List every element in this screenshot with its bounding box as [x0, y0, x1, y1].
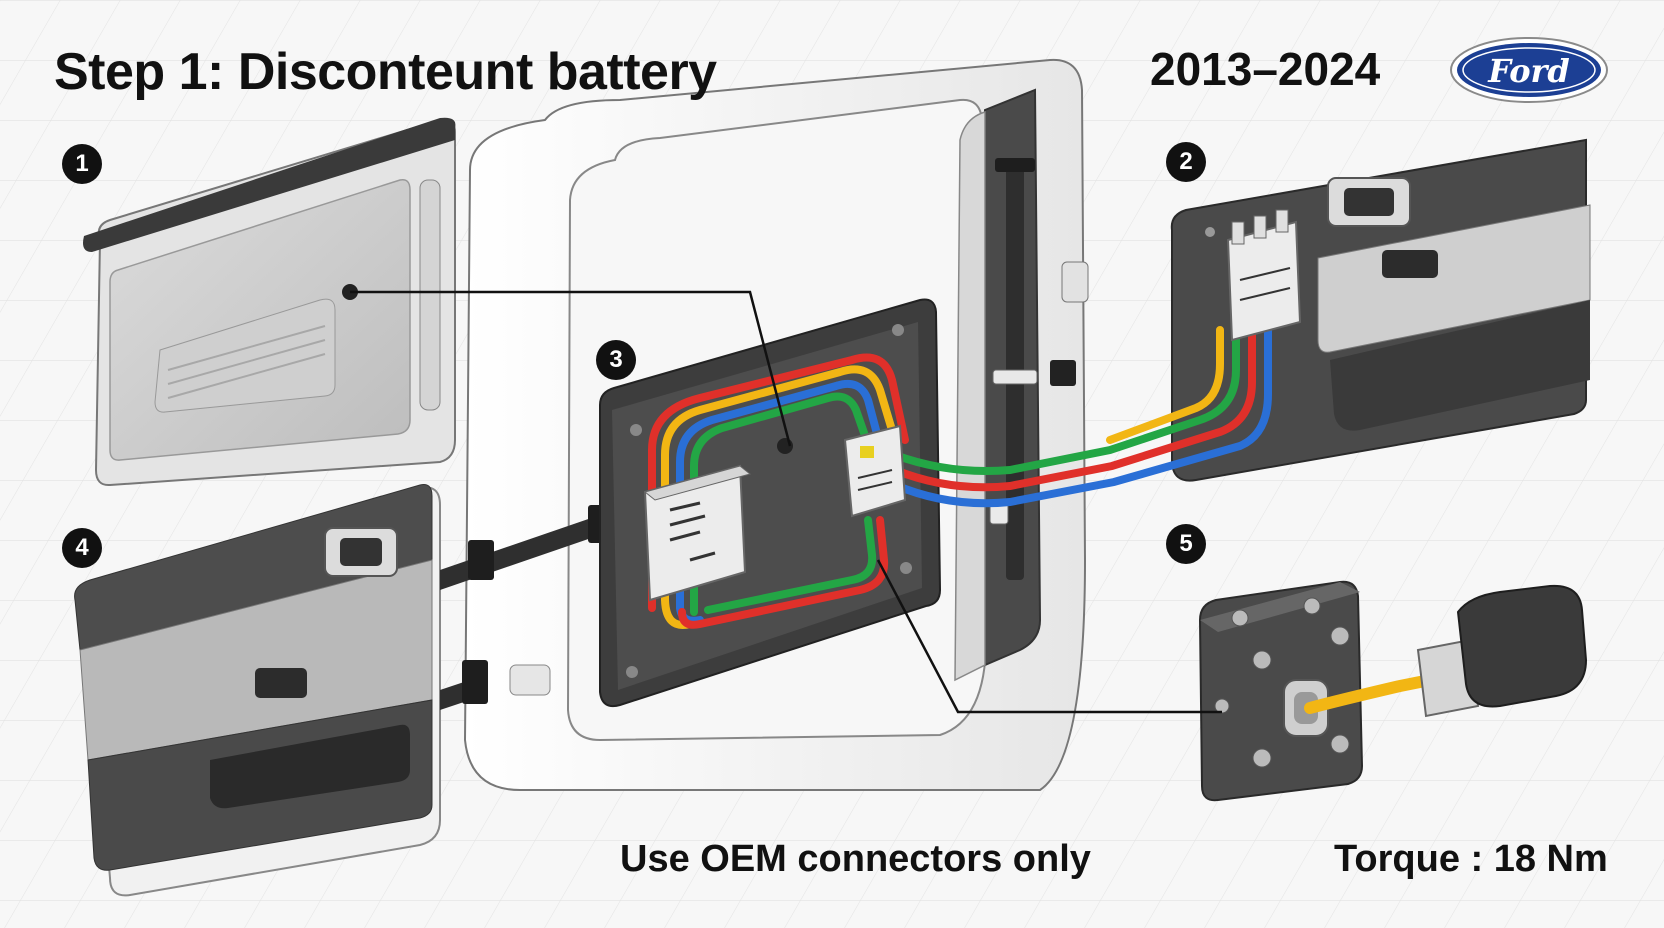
wire-green	[704, 516, 877, 614]
door-card-4	[74, 484, 441, 897]
part-5-block-connector	[1198, 580, 1588, 802]
callout-badge-5: 5	[1166, 524, 1206, 564]
model-years: 2013–2024	[1150, 43, 1381, 95]
wire-red	[891, 326, 1256, 492]
torque-spec: Torque : 18 Nm	[1334, 838, 1608, 880]
callout-badge-3: 3	[596, 340, 636, 380]
wire-red	[648, 353, 909, 612]
connector-board-right	[843, 424, 907, 518]
page-title: Step 1: Disconteunt battery	[54, 43, 717, 101]
door-trim-panel-1	[83, 117, 456, 487]
callout-badge-4: 4	[62, 528, 102, 568]
callout-badge-1: 1	[62, 144, 102, 184]
wire-yellow	[1106, 326, 1224, 444]
connector-door-card-2	[1226, 209, 1302, 342]
connector-module-left	[643, 464, 752, 602]
ford-logo-text: Ford	[1487, 52, 1570, 90]
wire-green	[891, 326, 1240, 475]
wire-blue	[891, 326, 1272, 508]
wire-harness-run	[891, 326, 1272, 508]
callout-badge-2: 2	[1166, 142, 1206, 182]
oem-connectors-note: Use OEM connectors only	[620, 838, 1091, 880]
ford-logo: Ford	[1450, 37, 1608, 103]
wire-yellow	[661, 365, 899, 629]
leader-lines	[350, 290, 1222, 714]
door-card-2	[1170, 138, 1591, 482]
wire-green	[690, 392, 874, 616]
